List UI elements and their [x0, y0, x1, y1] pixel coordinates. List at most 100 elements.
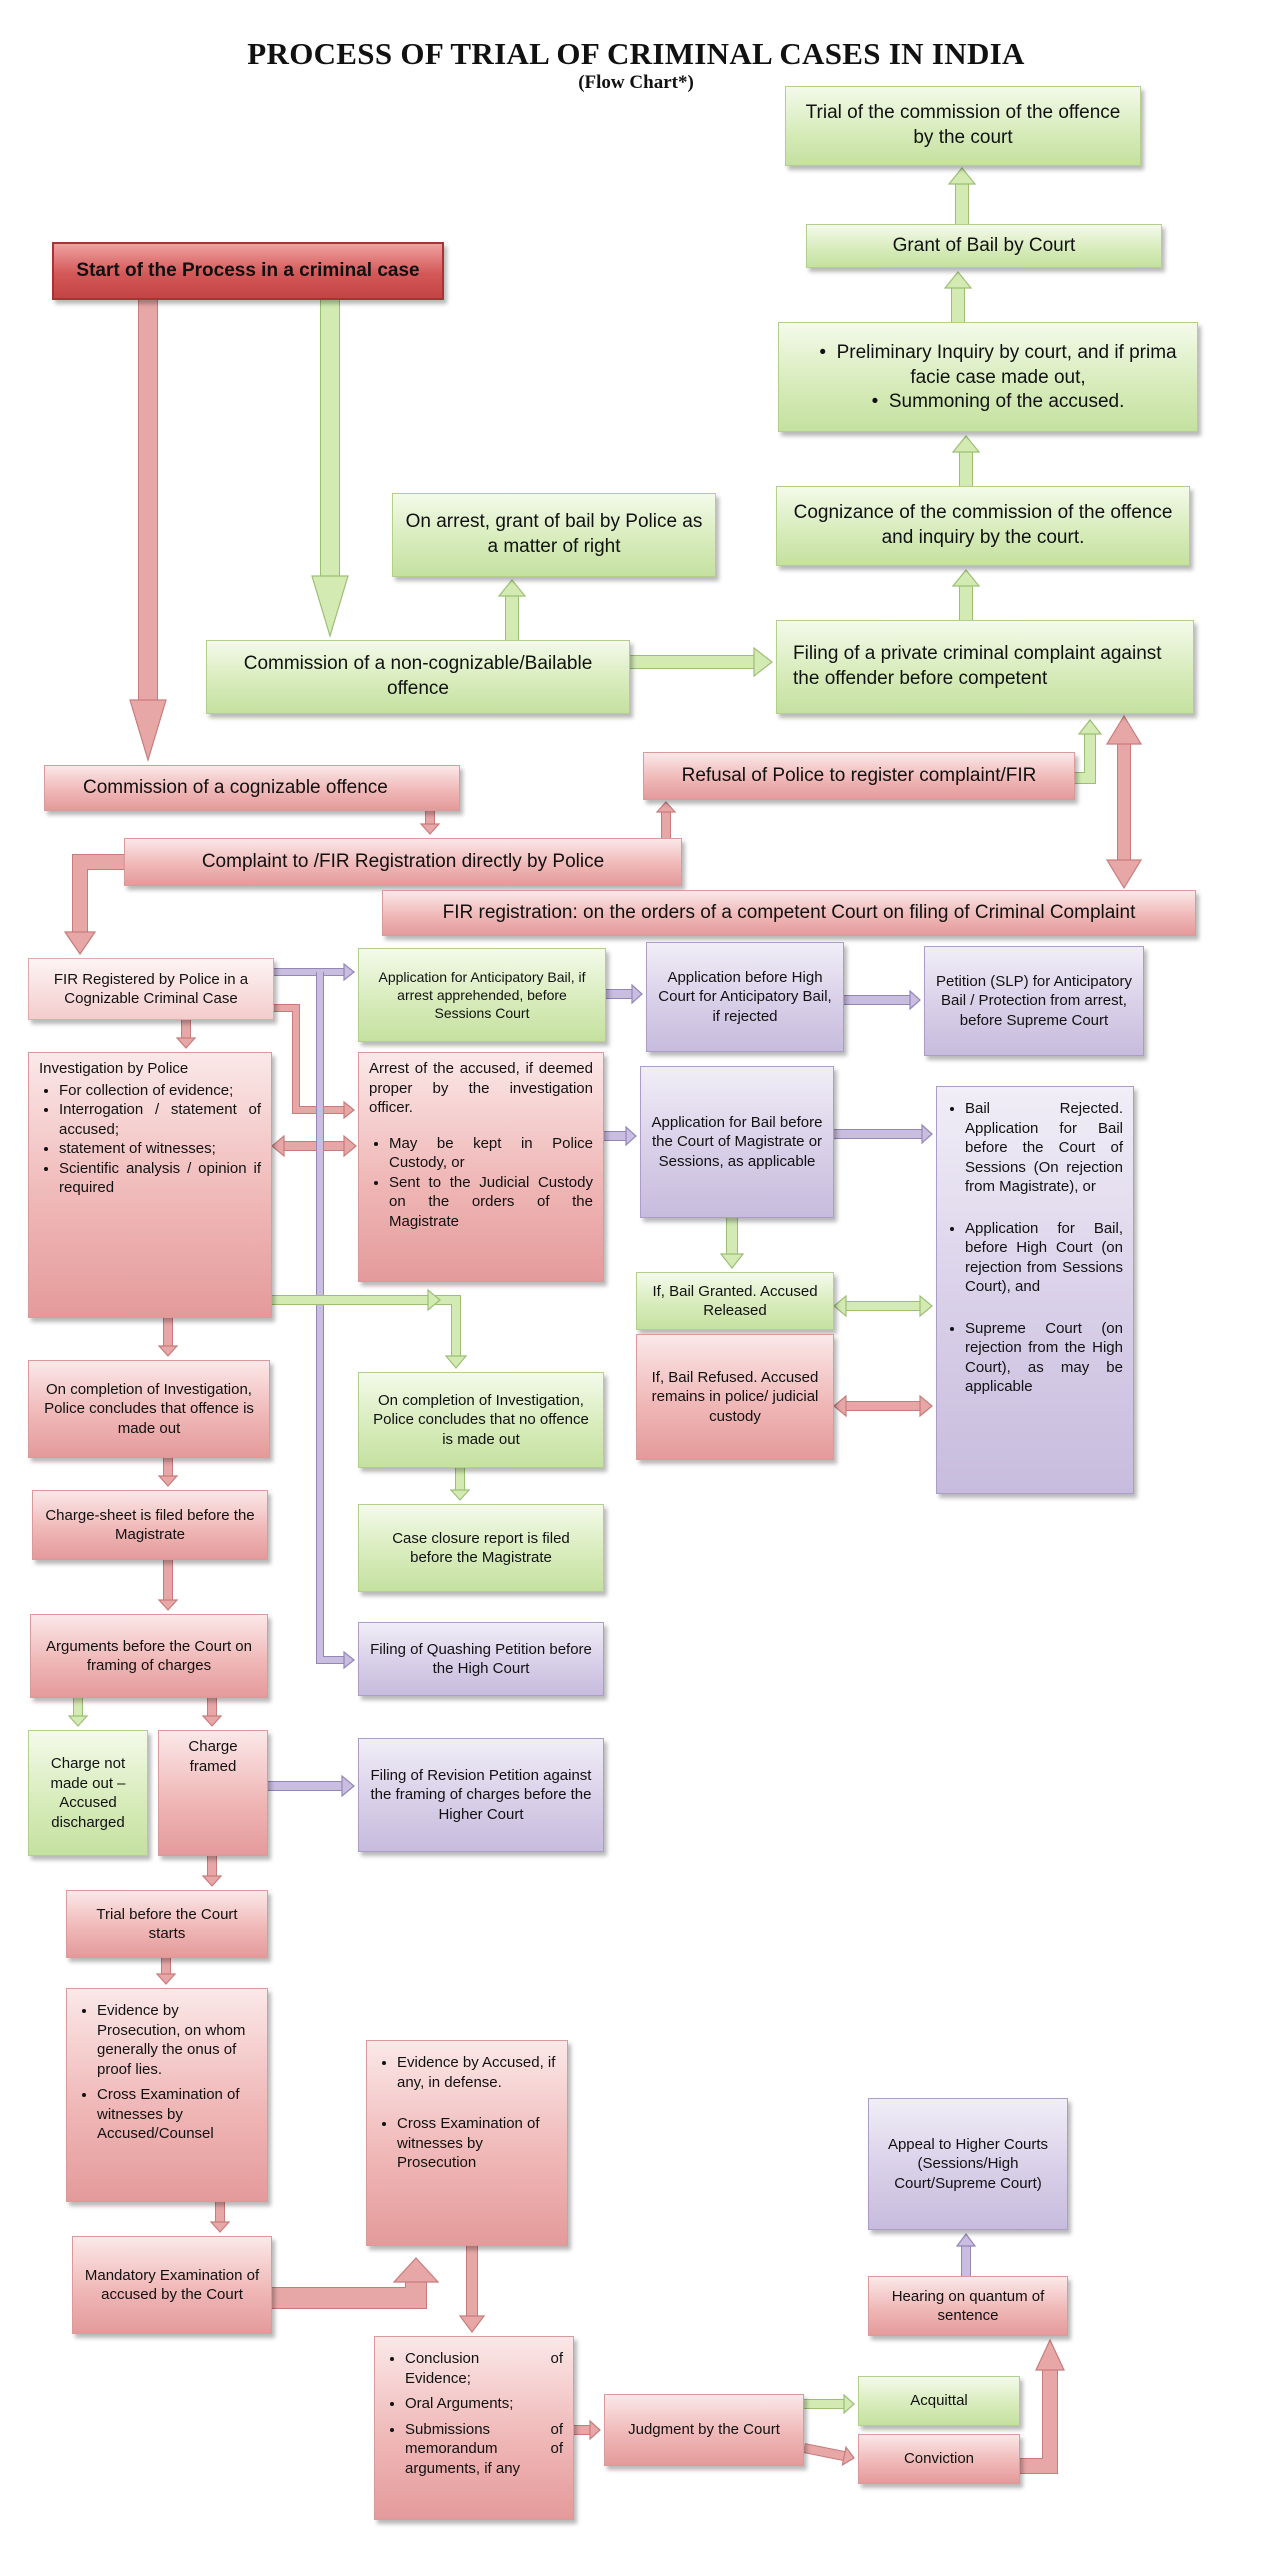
arrest-bail-police-box: On arrest, grant of bail by Police as a … — [392, 493, 716, 577]
arrow-fir-to-arrest — [274, 1004, 355, 1120]
accused-item-2: Cross Examination of witnesses by Prosec… — [397, 2114, 557, 2173]
anticipatory-hc-box: Application before High Court for Antici… — [646, 942, 844, 1052]
quashing-box: Filing of Quashing Petition before the H… — [358, 1622, 604, 1696]
cognizable-box: Commission of a cognizable offence — [44, 765, 460, 811]
no-offence-box: On completion of Investigation, Police c… — [358, 1372, 604, 1468]
conviction-box: Conviction — [858, 2434, 1020, 2484]
arrow-prosecution-to-mandatory — [209, 2202, 231, 2233]
arrow-sessions-to-hc — [606, 983, 643, 1005]
arrest-intro: Arrest of the accused, if deemed proper … — [369, 1060, 593, 1116]
refusal-police-label: Refusal of Police to register complaint/… — [681, 764, 1037, 786]
arrow-investigation-to-nooffence-2 — [272, 1288, 441, 1312]
arrow-bailapp-to-rejected — [834, 1123, 933, 1145]
arrow-refusal-to-private — [1075, 719, 1103, 784]
bail-refused-label: If, Bail Refused. Accused remains in pol… — [651, 1368, 819, 1425]
arrow-granted-rejected-left — [833, 1294, 883, 1318]
quashing-label: Filing of Quashing Petition before the H… — [370, 1640, 592, 1678]
slp-label: Petition (SLP) for Anticipatory Bail / P… — [936, 972, 1132, 1029]
trial-starts-box: Trial before the Court starts — [66, 1890, 268, 1958]
arrow-complaint-to-refusal — [655, 801, 677, 838]
investigation-item-1: For collection of evidence; — [59, 1081, 261, 1101]
bail-rejected-item-1: Bail Rejected. Application for Bail befo… — [965, 1099, 1123, 1197]
arrow-judgment-to-conviction — [803, 2443, 855, 2467]
arrow-arguments-to-notmade — [67, 1698, 89, 1727]
conclusion-item-1-text: Conclusion of Evidence; — [405, 2350, 563, 2387]
cognizance-label: Cognizance of the commission of the offe… — [793, 502, 1173, 548]
conclusion-item-2-text: Oral Arguments; — [405, 2395, 514, 2412]
arrow-conviction-to-hearing — [1020, 2338, 1065, 2474]
accused-item-1-text: Evidence by Accused, if any, in defense. — [397, 2054, 556, 2091]
cognizance-box: Cognizance of the commission of the offe… — [776, 486, 1190, 566]
arrow-nooffence-to-closure — [449, 1468, 471, 1501]
preliminary-item-2: • Summoning of the accused. — [871, 391, 1125, 413]
offence-made-out-box: On completion of Investigation, Police c… — [28, 1360, 270, 1458]
arrow-investigation-to-nooffence — [272, 1295, 468, 1369]
appeal-box: Appeal to Higher Courts (Sessions/High C… — [868, 2098, 1068, 2230]
fir-registered-box: FIR Registered by Police in a Cognizable… — [28, 958, 274, 1020]
arrow-refused-rejected-left — [833, 1394, 883, 1418]
arrest-item-2: Sent to the Judicial Custody on the orde… — [389, 1173, 593, 1232]
slp-box: Petition (SLP) for Anticipatory Bail / P… — [924, 946, 1144, 1056]
complaint-fir-box: Complaint to /FIR Registration directly … — [124, 838, 682, 886]
accused-item-2-text: Cross Examination of witnesses by Prosec… — [397, 2115, 540, 2171]
arguments-charges-label: Arguments before the Court on framing of… — [46, 1637, 252, 1675]
arrest-bail-police-label: On arrest, grant of bail by Police as a … — [405, 511, 703, 557]
preliminary-item-2-text: Summoning of the accused. — [888, 391, 1125, 413]
bail-rejected-item-3: Supreme Court (on rejection from the Hig… — [965, 1319, 1123, 1397]
no-offence-label: On completion of Investigation, Police c… — [373, 1391, 589, 1448]
mandatory-exam-label: Mandatory Examination of accused by the … — [84, 2266, 260, 2304]
arrest-box: Arrest of the accused, if deemed proper … — [358, 1052, 604, 1282]
arrow-framed-to-trial — [201, 1856, 223, 1887]
arrow-investigation-to-offence — [157, 1318, 179, 1357]
page-title: PROCESS OF TRIAL OF CRIMINAL CASES IN IN… — [247, 36, 1025, 71]
arrest-item-1: May be kept in Police Custody, or — [389, 1134, 593, 1173]
cognizable-label: Commission of a cognizable offence — [83, 776, 388, 798]
prosecution-item-1-text: Evidence by Prosecution, on whom general… — [97, 2002, 246, 2078]
anticipatory-sessions-box: Application for Anticipatory Bail, if ar… — [358, 948, 606, 1042]
arrest-item-2-text: Sent to the Judicial Custody on the orde… — [389, 1173, 593, 1230]
bail-rejected-item-2: Application for Bail, before High Court … — [965, 1219, 1123, 1297]
investigation-item-2: Interrogation / statement of accused; — [59, 1100, 261, 1139]
non-cognizable-box: Commission of a non-cognizable/Bailable … — [206, 640, 630, 714]
investigation-item-3: statement of witnesses; — [59, 1139, 261, 1159]
start-box: Start of the Process in a criminal case — [52, 242, 444, 300]
arrow-chargesheet-to-arguments — [157, 1560, 179, 1611]
arrow-judgment-to-acquittal — [804, 2393, 855, 2415]
mandatory-exam-box: Mandatory Examination of accused by the … — [72, 2236, 272, 2334]
preliminary-item-1: • Preliminary Inquiry by court, and if p… — [819, 341, 1177, 388]
trial-starts-label: Trial before the Court starts — [96, 1905, 238, 1943]
page-subtitle: (Flow Chart*) — [578, 72, 694, 93]
bail-refused-box: If, Bail Refused. Accused remains in pol… — [636, 1334, 834, 1460]
revision-box: Filing of Revision Petition against the … — [358, 1738, 604, 1852]
complaint-fir-label: Complaint to /FIR Registration directly … — [201, 850, 605, 872]
private-complaint-box: Filing of a private criminal complaint a… — [776, 620, 1194, 714]
arrow-hc-to-slp — [844, 989, 921, 1011]
anticipatory-hc-label: Application before High Court for Antici… — [658, 968, 832, 1025]
judgment-label: Judgment by the Court — [628, 2421, 780, 2439]
conclusion-item-3: Submissions of memorandum of arguments, … — [405, 2420, 563, 2479]
conclusion-item-1: Conclusion of Evidence; — [405, 2349, 563, 2388]
conclusion-item-3-text: Submissions of memorandum of arguments, … — [405, 2420, 563, 2477]
arrow-start-to-noncog — [311, 298, 349, 639]
trial-commission-box: Trial of the commission of the offence b… — [785, 86, 1141, 166]
trial-commission-label: Trial of the commission of the offence b… — [805, 102, 1121, 148]
arrow-framed-to-revision — [268, 1774, 355, 1798]
arrow-complaint-to-fir — [63, 854, 124, 956]
arrow-refused-rejected-right — [883, 1394, 933, 1418]
investigation-item-3-text: statement of witnesses; — [59, 1140, 216, 1157]
acquittal-label: Acquittal — [910, 2392, 968, 2410]
accused-evidence-box: Evidence by Accused, if any, in defense.… — [366, 2040, 568, 2246]
investigation-item-2-text: Interrogation / statement of accused; — [59, 1101, 261, 1138]
bail-rejected-box: Bail Rejected. Application for Bail befo… — [936, 1086, 1134, 1494]
anticipatory-sessions-label: Application for Anticipatory Bail, if ar… — [378, 968, 586, 1022]
arrow-conclusion-to-judgment — [574, 2419, 601, 2441]
arrow-mandatory-to-accused — [272, 2257, 440, 2309]
appeal-label: Appeal to Higher Courts (Sessions/High C… — [887, 2135, 1049, 2192]
fir-court-orders-label: FIR registration: on the orders of a com… — [442, 901, 1136, 923]
charge-framed-box: Charge framed — [158, 1730, 268, 1856]
investigation-title: Investigation by Police — [39, 1060, 189, 1077]
arrow-cognizance-to-inquiry — [951, 435, 981, 486]
arrow-fir-to-anticipatory — [274, 962, 355, 982]
